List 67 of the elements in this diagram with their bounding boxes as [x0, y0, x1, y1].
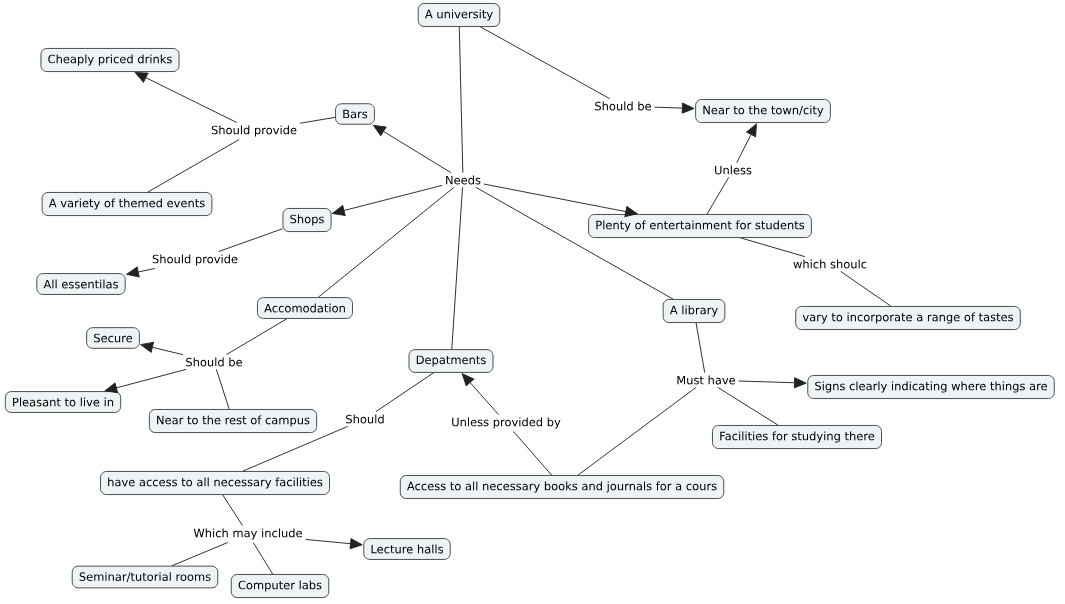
connector-line	[840, 270, 892, 307]
connector-line	[218, 228, 283, 252]
connector-line	[475, 186, 674, 300]
arrow	[140, 341, 184, 356]
arrow	[134, 72, 238, 123]
arrow	[461, 373, 499, 415]
linking-phrase: Unless provided by	[452, 417, 561, 429]
concept-box: Facilities for studying there	[712, 425, 882, 449]
connector-line	[458, 26, 464, 174]
connector-line	[717, 386, 779, 426]
connector-line	[375, 372, 435, 413]
linking-phrase: Should be	[595, 101, 652, 111]
concept-box: have access to all necessary facilities	[100, 471, 330, 495]
concept-box: A library	[662, 299, 726, 323]
arrow	[126, 266, 156, 278]
connector-line	[512, 431, 552, 476]
concept-box: Access to all necessary books and journals for a cours	[399, 475, 725, 499]
connector-line	[215, 368, 230, 410]
concept-box: All essentilas	[36, 273, 126, 295]
linking-phrase: Should provide	[152, 254, 238, 266]
concept-box: Depatments	[408, 349, 494, 373]
connector-line	[740, 237, 806, 258]
connector-line	[706, 176, 730, 215]
arrow	[104, 368, 187, 394]
connector-line	[242, 425, 349, 472]
connector-line	[171, 542, 229, 567]
connector-line	[577, 386, 697, 476]
connector-line	[252, 542, 274, 575]
arrow	[483, 183, 638, 218]
connector-line	[695, 322, 706, 374]
arrow	[305, 538, 363, 550]
arrow	[332, 184, 443, 216]
concept-box: A university	[417, 3, 501, 27]
connector-line	[299, 116, 336, 124]
connector-line	[147, 139, 240, 193]
concept-box: Bars	[335, 103, 375, 125]
arrow	[373, 124, 452, 174]
linking-phrase: Needs	[446, 175, 481, 185]
concept-box: Signs clearly indicating where things are	[807, 375, 1055, 399]
concept-box: Accomodation	[257, 297, 353, 319]
concept-box: Plenty of entertainment for students	[588, 214, 812, 238]
connector-line	[225, 318, 288, 356]
concept-box: Pleasant to live in	[4, 391, 122, 413]
concept-box: Seminar/tutorial rooms	[71, 565, 219, 589]
concept-box: Secure	[86, 327, 140, 349]
linking-phrase: Unless	[715, 165, 752, 175]
concept-box: Cheaply priced drinks	[40, 48, 180, 72]
linking-phrase: Must have	[677, 375, 736, 385]
concept-box: A variety of themed events	[41, 192, 213, 216]
connector-line	[480, 26, 611, 100]
concept-box: Computer labs	[230, 574, 330, 598]
arrow	[654, 102, 695, 114]
connector-line	[451, 186, 463, 350]
linking-phrase: which shoulc	[793, 259, 867, 269]
connector-line	[317, 186, 455, 298]
linking-phrase: Should	[346, 414, 384, 424]
concept-box: Near to the rest of campus	[148, 409, 318, 433]
linking-phrase: Which may include	[193, 528, 302, 540]
arrow	[736, 123, 757, 164]
concept-box: Shops	[282, 208, 332, 232]
connector-line	[222, 494, 243, 526]
concept-box: Lecture halls	[363, 538, 451, 560]
linking-phrase: Should provide	[211, 125, 297, 137]
concept-box: vary to incorporate a range of tastes	[795, 306, 1021, 330]
arrow	[738, 377, 807, 389]
concept-box: Near to the town/city	[695, 99, 831, 123]
linking-phrase: Should be	[186, 357, 243, 367]
